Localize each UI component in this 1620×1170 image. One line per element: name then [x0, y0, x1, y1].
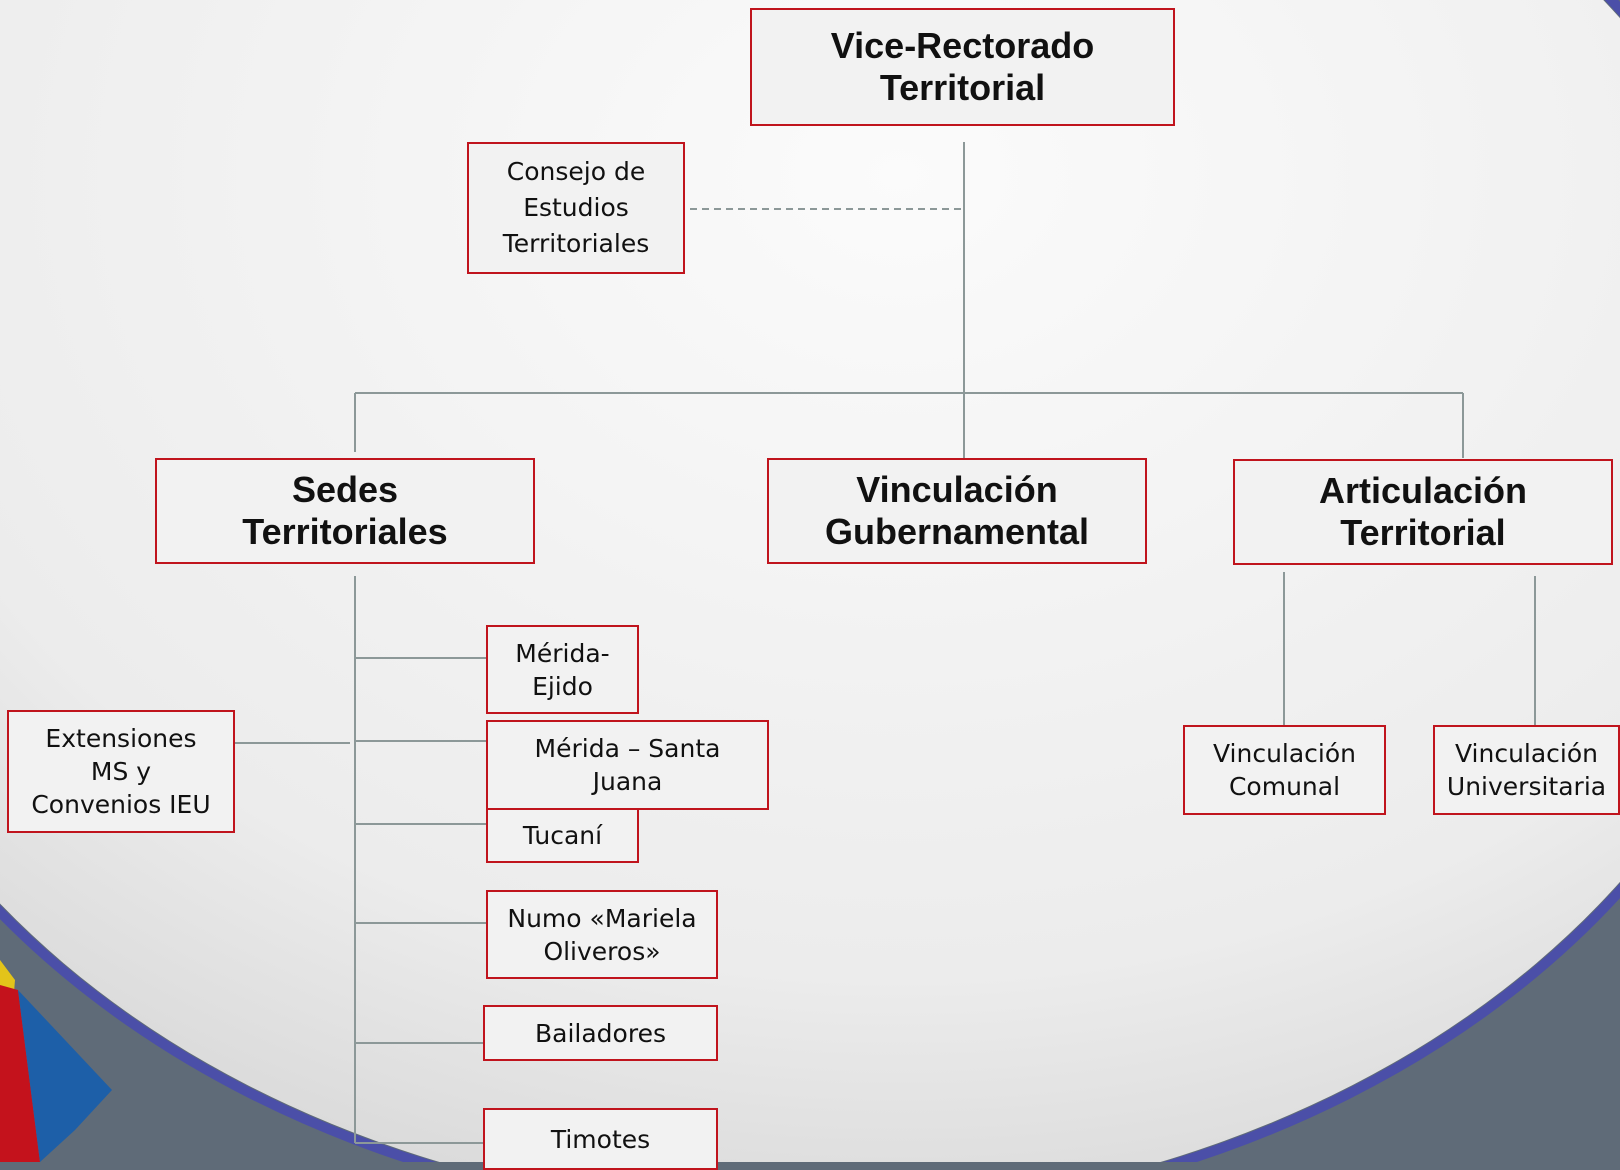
logo-corner-icon	[0, 960, 112, 1162]
node-vinculacion-universitaria-label: Vinculación Universitaria	[1446, 739, 1607, 801]
node-tucani: Tucaní	[486, 808, 639, 863]
node-tucani-label: Tucaní	[522, 821, 603, 850]
node-vinculacion-gubernamental-label: Vinculación Gubernamental	[824, 469, 1090, 552]
node-numo-label: Numo «Mariela Oliveros»	[507, 903, 697, 966]
node-consejo: Consejo de Estudios Territoriales	[467, 142, 685, 274]
node-vinculacion-universitaria: Vinculación Universitaria	[1433, 725, 1620, 815]
node-merida-ejido-label: Mérida- Ejido	[515, 638, 610, 701]
node-vinculacion-comunal-label: Vinculación Comunal	[1212, 739, 1357, 801]
node-timotes: Timotes	[483, 1108, 718, 1170]
node-bailadores-label: Bailadores	[535, 1018, 666, 1048]
node-extensiones-label: Extensiones MS y Convenios IEU	[31, 724, 211, 819]
node-bailadores: Bailadores	[483, 1005, 718, 1061]
node-vice-rectorado: Vice-Rectorado Territorial	[750, 8, 1175, 126]
node-merida-ejido: Mérida- Ejido	[486, 625, 639, 714]
node-sedes-territoriales-label: Sedes Territoriales	[242, 469, 448, 552]
node-vice-rectorado-label: Vice-Rectorado Territorial	[830, 25, 1095, 108]
node-numo: Numo «Mariela Oliveros»	[486, 890, 718, 979]
node-articulacion-territorial-label: Articulación Territorial	[1318, 470, 1528, 553]
node-consejo-label: Consejo de Estudios Territoriales	[502, 157, 650, 258]
node-extensiones: Extensiones MS y Convenios IEU	[7, 710, 235, 833]
node-articulacion-territorial: Articulación Territorial	[1233, 459, 1613, 565]
node-timotes-label: Timotes	[550, 1124, 651, 1154]
node-merida-santa-juana-label: Mérida – Santa Juana	[534, 734, 721, 796]
node-sedes-territoriales: Sedes Territoriales	[155, 458, 535, 564]
node-merida-santa-juana: Mérida – Santa Juana	[486, 720, 769, 810]
node-vinculacion-gubernamental: Vinculación Gubernamental	[767, 458, 1147, 564]
node-vinculacion-comunal: Vinculación Comunal	[1183, 725, 1386, 815]
